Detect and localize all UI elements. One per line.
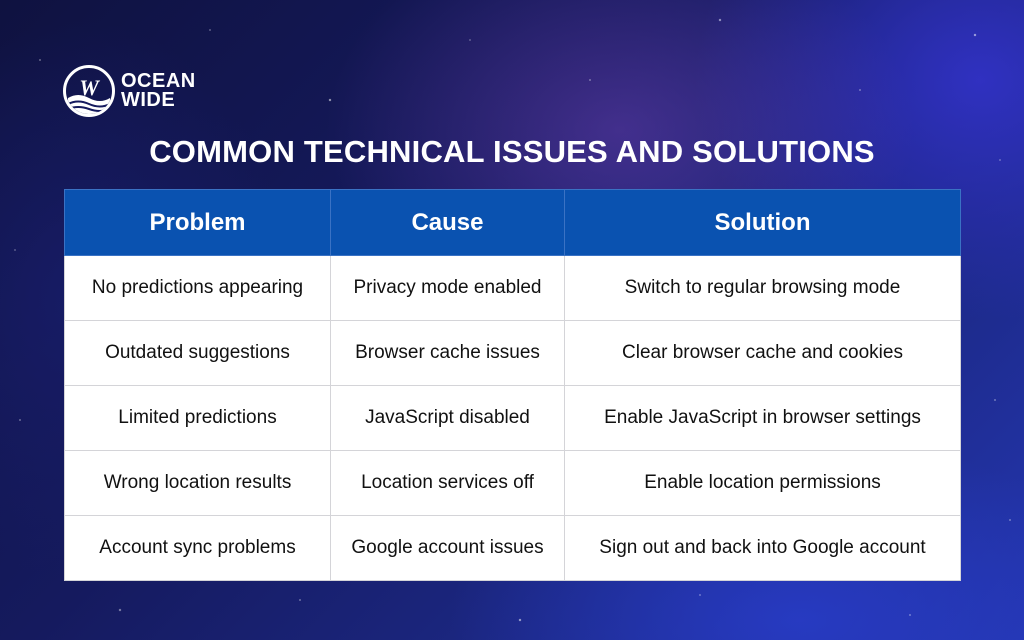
header-problem: Problem	[64, 189, 331, 256]
cell-solution: Enable location permissions	[564, 450, 961, 516]
table-row: Outdated suggestions Browser cache issue…	[64, 320, 961, 386]
header-solution: Solution	[564, 189, 961, 256]
cell-cause: Location services off	[330, 450, 565, 516]
cell-solution: Clear browser cache and cookies	[564, 320, 961, 386]
table-row: Limited predictions JavaScript disabled …	[64, 385, 961, 451]
cell-solution: Enable JavaScript in browser settings	[564, 385, 961, 451]
cell-problem: Account sync problems	[64, 515, 331, 581]
page-title: COMMON TECHNICAL ISSUES AND SOLUTIONS	[149, 134, 875, 169]
cell-solution: Switch to regular browsing mode	[564, 255, 961, 321]
cell-cause: Privacy mode enabled	[330, 255, 565, 321]
brand-name-line2: WIDE	[121, 89, 176, 111]
cell-solution: Sign out and back into Google account	[564, 515, 961, 581]
cell-problem: Wrong location results	[64, 450, 331, 516]
issues-table: Problem Cause Solution No predictions ap…	[64, 189, 961, 581]
header-cause: Cause	[330, 189, 565, 256]
cell-cause: JavaScript disabled	[330, 385, 565, 451]
cell-problem: No predictions appearing	[64, 255, 331, 321]
table-row: Account sync problems Google account iss…	[64, 515, 961, 581]
cell-cause: Browser cache issues	[330, 320, 565, 386]
brand-logo: W OCEAN WIDE	[63, 65, 196, 117]
brand-name: OCEAN WIDE	[121, 70, 196, 111]
table-row: Wrong location results Location services…	[64, 450, 961, 516]
cell-cause: Google account issues	[330, 515, 565, 581]
ocean-wave-logo-icon: W	[63, 65, 115, 117]
table-row: No predictions appearing Privacy mode en…	[64, 255, 961, 321]
table-header-row: Problem Cause Solution	[64, 189, 961, 256]
svg-text:W: W	[79, 75, 100, 100]
brand-name-line1: OCEAN	[121, 70, 196, 92]
cell-problem: Limited predictions	[64, 385, 331, 451]
cell-problem: Outdated suggestions	[64, 320, 331, 386]
